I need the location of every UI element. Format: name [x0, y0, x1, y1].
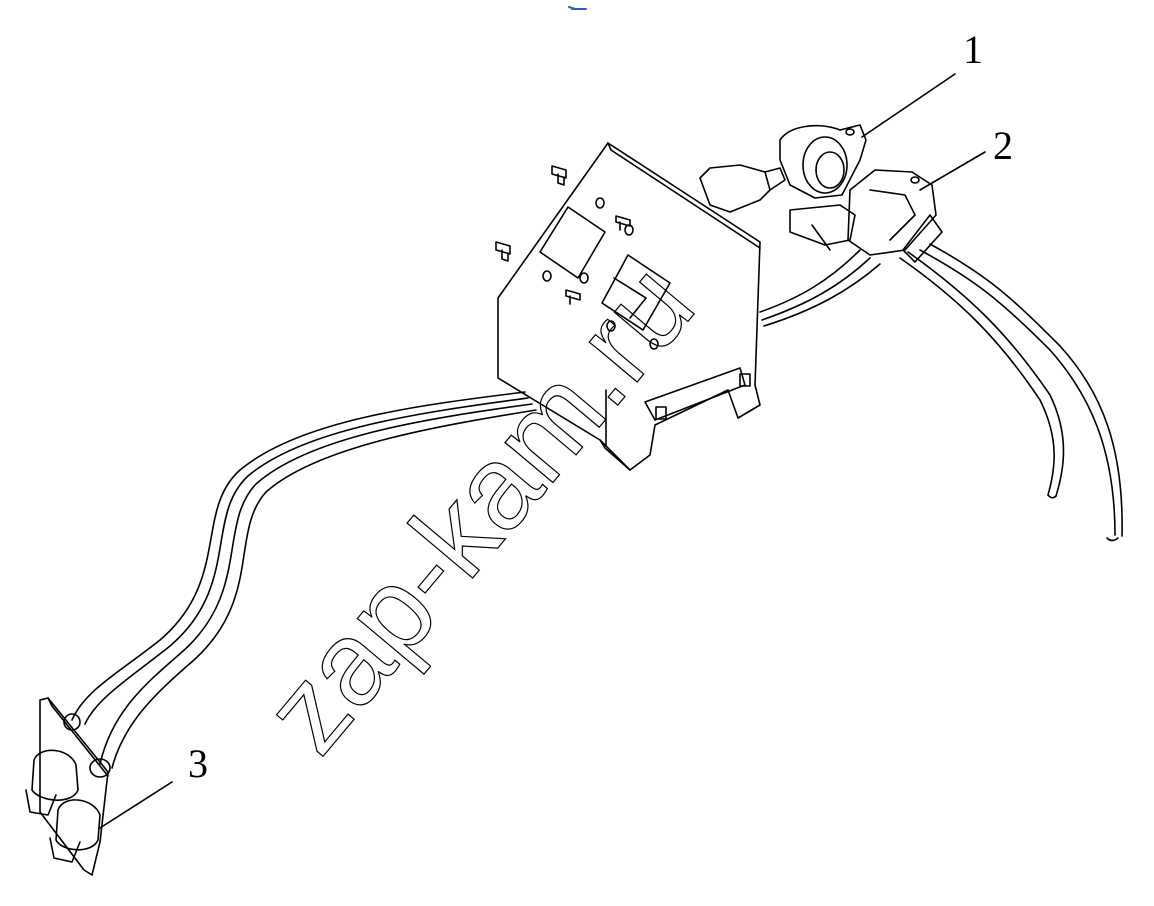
callout-1: 1 [963, 27, 983, 72]
bolt-fasteners [495, 165, 631, 305]
leader-line-2 [919, 151, 986, 191]
component-3-terminal-plate [25, 697, 111, 876]
leader-line-1 [861, 73, 956, 138]
mounting-bracket [497, 142, 761, 471]
cable-bundle-left [71, 391, 537, 769]
callout-2: 2 [993, 123, 1013, 168]
callout-3: 3 [188, 741, 208, 786]
cable-bundle-right [759, 243, 1123, 542]
leader-line-3 [99, 781, 173, 829]
component-2-connector [847, 169, 943, 263]
watermark: zap-kam.ru [239, 240, 719, 777]
top-mark [568, 6, 587, 10]
component-1-valve [699, 124, 867, 251]
